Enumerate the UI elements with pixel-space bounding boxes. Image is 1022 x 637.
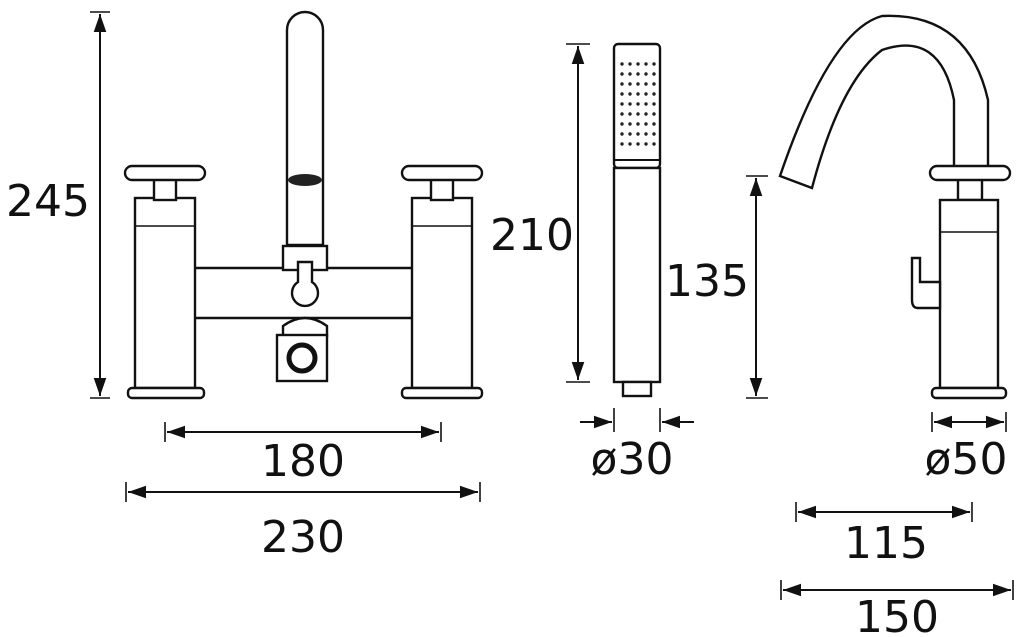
basin-handle-stem — [956, 176, 984, 202]
dimension-handset-diameter: ø30 — [580, 408, 694, 485]
handset-diameter-label: ø30 — [591, 434, 674, 485]
basin-mixer-drawing — [778, 14, 1012, 400]
right-pillar — [410, 196, 474, 390]
left-handle-stem — [152, 176, 178, 202]
shower-handset-drawing — [612, 42, 662, 398]
spout-aerator — [288, 174, 322, 186]
hose-outlet-neck — [281, 316, 329, 338]
basin-width-label: 150 — [855, 592, 939, 637]
dimension-basin-width: 150 — [780, 580, 1014, 637]
basin-spout — [778, 14, 990, 190]
handset-handle — [612, 166, 662, 384]
centres-label: 180 — [261, 436, 345, 487]
dimension-basin-diameter: ø50 — [925, 412, 1008, 485]
basin-pop-up-lever — [910, 256, 942, 310]
hose-outlet-ring — [286, 342, 318, 374]
left-base — [126, 386, 206, 400]
bath-shower-mixer-drawing — [123, 10, 484, 400]
dimension-handset-length: 210 — [490, 43, 590, 383]
right-handle — [400, 164, 484, 182]
dimension-overall-width: 230 — [125, 482, 481, 563]
dimension-spout-reach: 115 — [795, 502, 973, 569]
overall-height-label: 245 — [6, 176, 90, 227]
dimension-overall-height: 245 — [6, 11, 110, 399]
handset-length-label: 210 — [490, 210, 574, 261]
spout-reach-label: 115 — [844, 518, 928, 569]
right-base — [400, 386, 484, 400]
handset-spray-nozzles — [620, 62, 656, 146]
diverter-knob — [290, 260, 320, 308]
dimension-basin-height: 135 — [665, 175, 768, 399]
overall-width-label: 230 — [261, 512, 345, 563]
dimension-centres: 180 — [164, 422, 442, 487]
left-handle — [123, 164, 207, 182]
right-handle-stem — [429, 176, 455, 202]
basin-body — [938, 198, 1000, 390]
spout-tube — [285, 10, 325, 247]
basin-base — [930, 386, 1008, 400]
basin-height-label: 135 — [665, 256, 749, 307]
handset-connector — [621, 380, 653, 398]
basin-handle — [928, 164, 1012, 182]
basin-diameter-label: ø50 — [925, 434, 1008, 485]
